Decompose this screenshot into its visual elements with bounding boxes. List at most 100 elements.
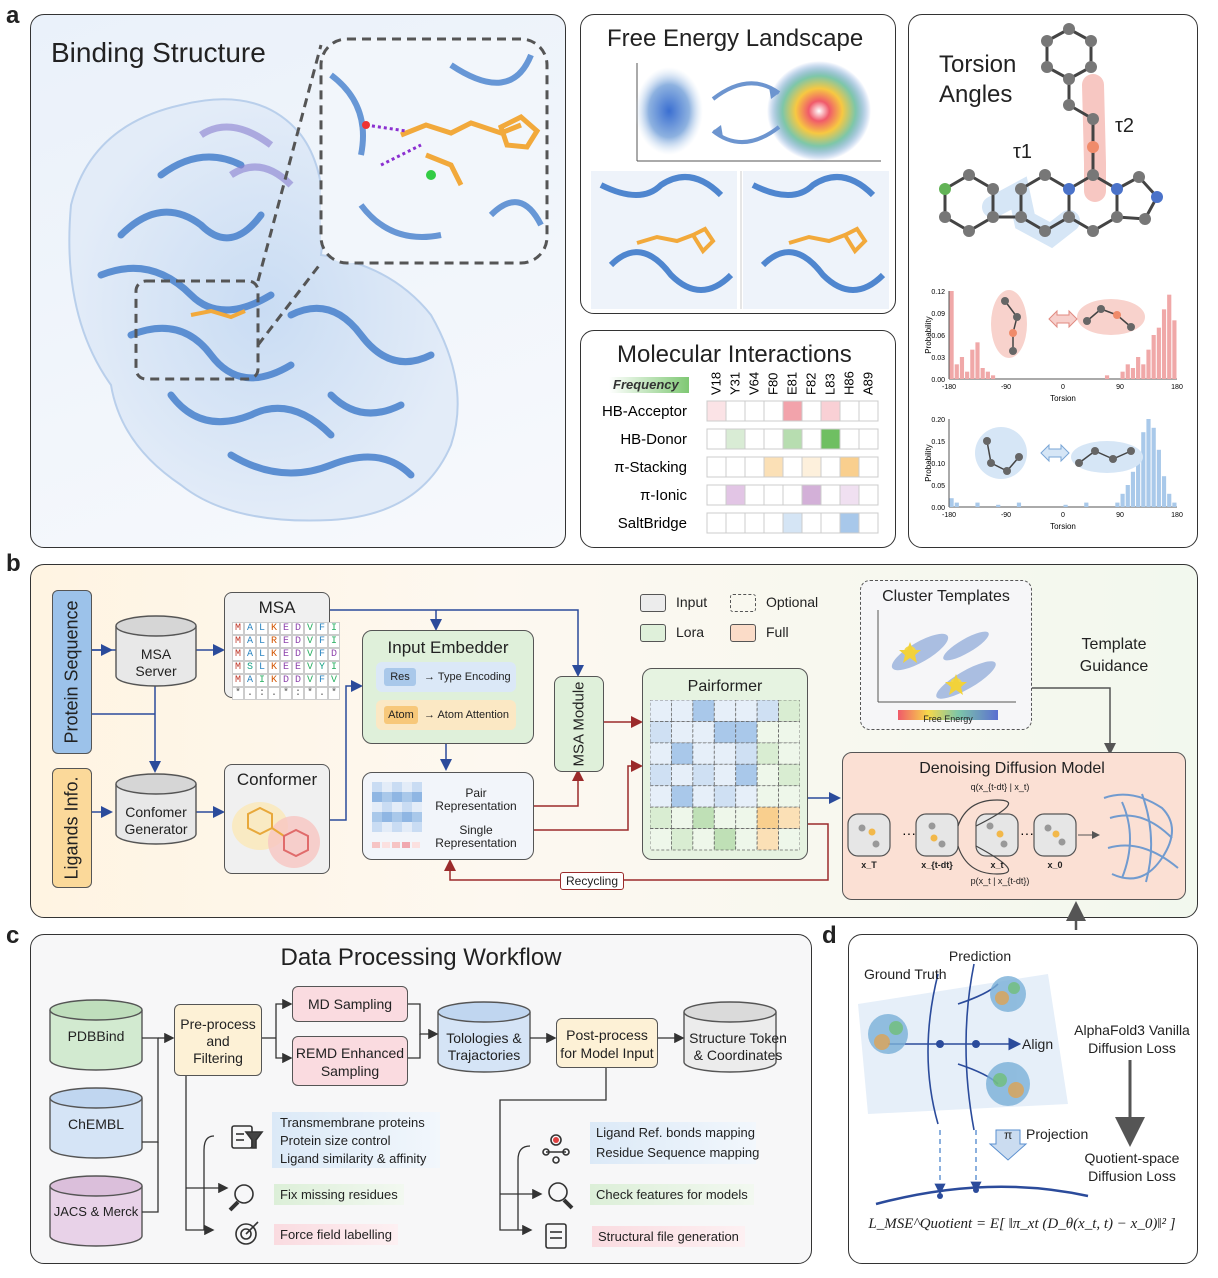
af3-loss-label-2: Diffusion Loss	[1088, 1040, 1176, 1056]
msa-server-label-1: MSA	[140, 646, 172, 662]
pair-cell	[372, 822, 382, 832]
heatmap-cell-filled	[840, 457, 859, 477]
pairformer-cell	[692, 763, 715, 787]
pairformer-cell	[713, 806, 737, 829]
msa-residue: *	[328, 687, 340, 700]
interaction-type-label: HB-Donor	[620, 431, 687, 448]
pair-cell	[382, 782, 392, 792]
atom	[1113, 311, 1121, 319]
binding-structure-panel: Binding Structure	[30, 14, 566, 548]
hist-bar	[1141, 432, 1146, 507]
pairformer-cell	[778, 721, 800, 744]
hist-bar	[1130, 471, 1136, 507]
residue-label: H86	[842, 371, 857, 395]
hist-bar	[1161, 309, 1167, 379]
denoising-title: Denoising Diffusion Model	[919, 760, 1105, 777]
msa-server-label-2: Server	[135, 663, 177, 679]
pairformer-cell	[671, 806, 694, 829]
msa-residue: E	[280, 622, 292, 635]
hist-y-tick: 0.20	[931, 417, 945, 424]
hist-bar	[1084, 502, 1089, 507]
recycling-tag: Recycling	[560, 872, 624, 890]
hist-bar	[1115, 502, 1120, 507]
jacs-merck-label: JACS & Merck	[53, 1204, 139, 1219]
pairformer-cell	[735, 742, 758, 765]
msa-residue: E	[280, 648, 292, 661]
pairformer-cell	[650, 700, 672, 722]
hist-y-label: Probability	[924, 316, 933, 353]
msa-residue: K	[268, 622, 280, 635]
legend-input-label: Input	[676, 594, 708, 610]
heatmap-cell-filled	[783, 401, 802, 421]
pairformer-cell	[713, 828, 737, 851]
res-tag: Res	[384, 668, 416, 686]
free-energy-title: Free Energy Landscape	[607, 25, 864, 52]
mapping-box	[590, 1122, 756, 1164]
pairformer-cell	[756, 785, 779, 808]
interaction-type-label: π-Stacking	[614, 459, 687, 476]
cluster-templates-plot	[877, 610, 1016, 720]
msa-residue: :	[256, 687, 268, 700]
pairformer-cell	[671, 763, 694, 787]
heatmap-cell-filled	[764, 457, 783, 477]
msa-residue: :	[292, 687, 304, 700]
hist-x-tick: 90	[1116, 384, 1124, 391]
msa-module-label: MSA Module	[570, 681, 588, 767]
legend-lora-swatch	[640, 624, 666, 642]
panel-label-d: d	[822, 922, 837, 949]
msa-residue: I	[328, 622, 340, 635]
pairformer-cell	[650, 785, 672, 808]
ground-truth-label: Ground Truth	[864, 966, 947, 982]
legend-optional-swatch	[730, 594, 756, 612]
hist-bar	[1120, 371, 1125, 379]
type-encoding-label: → Type Encoding	[424, 671, 511, 683]
heatmap-cell-filled	[840, 513, 859, 533]
msa-residue: F	[316, 622, 328, 635]
pairformer-cell	[756, 700, 779, 722]
msa-residue: L	[256, 661, 268, 674]
msa-residue: M	[232, 635, 244, 648]
msa-residue: V	[328, 674, 340, 687]
pairformer-title: Pairformer	[687, 678, 763, 695]
msa-residue: A	[244, 635, 256, 648]
binding-structure-title: Binding Structure	[51, 37, 266, 68]
msa-residue: M	[232, 622, 244, 635]
protein-structure-illustration	[68, 37, 549, 522]
protein-sequence-box	[52, 590, 92, 754]
msa-residue: *	[280, 687, 292, 700]
pairformer-cell	[650, 806, 672, 829]
pairformer-cell	[778, 763, 800, 787]
interaction-type-label: π-Ionic	[640, 487, 688, 504]
msa-residue: V	[304, 674, 316, 687]
pairformer-cell	[713, 763, 737, 787]
hist-bar	[990, 375, 996, 379]
msa-residue: E	[292, 661, 304, 674]
pairformer-cell	[692, 721, 715, 744]
pair-cell	[372, 782, 382, 792]
pair-cell	[402, 822, 412, 832]
hist-x-tick: 90	[1116, 512, 1124, 519]
msa-residue: D	[292, 622, 304, 635]
msa-residue: L	[256, 622, 268, 635]
frequency-legend	[609, 377, 689, 393]
pairformer-cell	[778, 806, 800, 829]
hist-bar	[1016, 502, 1022, 507]
hist-bar	[1130, 368, 1136, 379]
input-embedder-title: Input Embedder	[387, 638, 509, 657]
hist-bar	[975, 502, 980, 507]
msa-residue: K	[268, 661, 280, 674]
hist-bar	[985, 371, 990, 379]
hist-x-tick: 180	[1171, 512, 1183, 519]
msa-residue: V	[304, 622, 316, 635]
pair-cell	[392, 782, 402, 792]
msa-title: MSA	[258, 598, 296, 617]
md-sampling-label: MD Sampling	[307, 996, 393, 1012]
panel-label-a: a	[6, 2, 20, 29]
heatmap-cell-filled	[840, 485, 859, 505]
structural-file-generation: Structural file generation	[592, 1226, 745, 1247]
topologies-label-1: Tolologies &	[446, 1030, 522, 1046]
pair-cell	[402, 812, 412, 822]
quotient-loss-label-2: Diffusion Loss	[1088, 1168, 1176, 1184]
